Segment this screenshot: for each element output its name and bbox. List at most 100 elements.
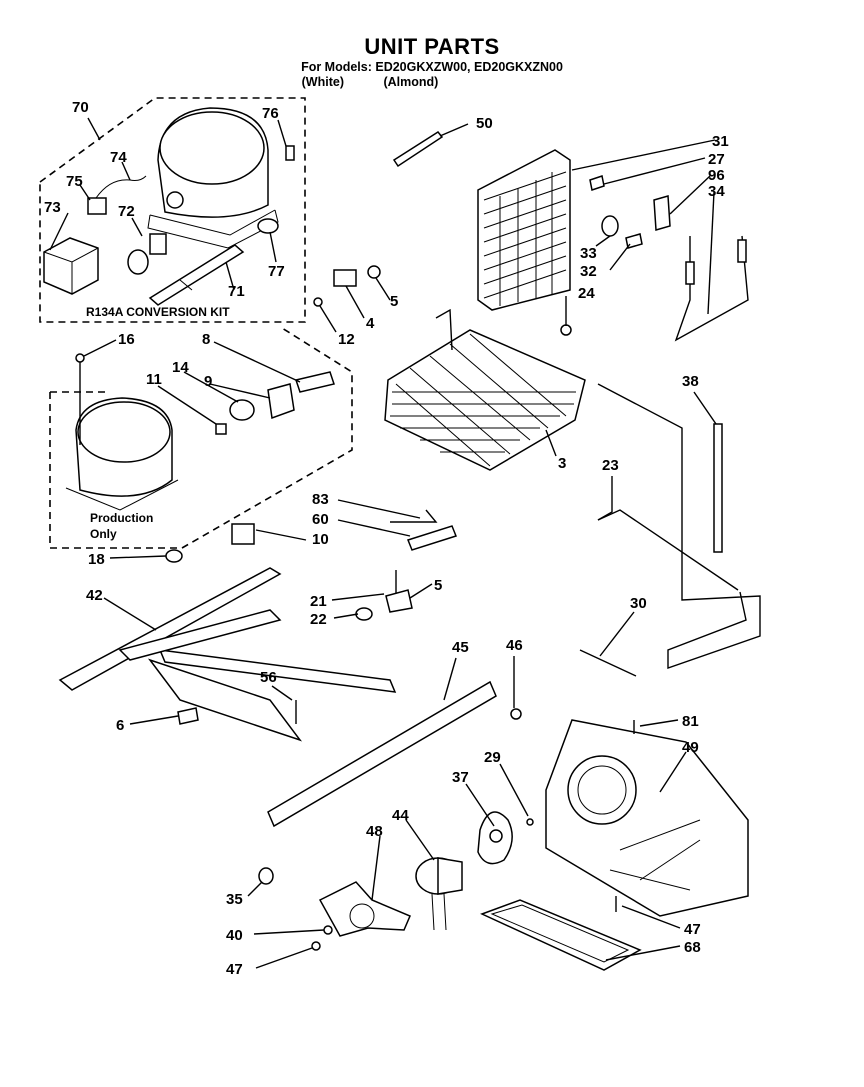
evaporator: [384, 308, 586, 471]
fan-shroud-49: [545, 719, 749, 917]
callout-16: 16: [118, 331, 135, 348]
grommet-18: [165, 549, 183, 563]
kit-tube-71: [148, 244, 245, 306]
heater-60: [407, 525, 457, 551]
callout-81: 81: [682, 713, 699, 730]
callout-9: 9: [204, 373, 212, 390]
callout-12: 12: [338, 331, 355, 348]
callout-31: 31: [712, 133, 729, 150]
callout-5b: 5: [434, 577, 442, 594]
overload-14: [229, 399, 255, 421]
color-white: (White): [301, 75, 344, 89]
callout-68: 68: [684, 939, 701, 956]
strip-38: [713, 423, 723, 553]
production-compressor: [65, 397, 179, 511]
part-4: [333, 269, 357, 287]
screw-47b: [311, 941, 321, 951]
page-title: UNIT PARTS: [364, 34, 500, 59]
kit-grommet-77: [257, 218, 279, 234]
callout-83: 83: [312, 491, 329, 508]
color-almond: (Almond): [383, 75, 439, 89]
kit-part-75: [87, 197, 107, 215]
part-10: [231, 523, 255, 545]
only-label: Only: [90, 527, 117, 541]
callout-40: 40: [226, 927, 243, 944]
callout-11: 11: [146, 371, 162, 388]
production-boundary: [49, 327, 353, 549]
callout-8: 8: [202, 331, 210, 348]
nut-5: [367, 265, 381, 279]
callout-48: 48: [366, 823, 383, 840]
bracket-5: [385, 589, 413, 613]
bracket-96: [653, 195, 671, 231]
fan-blade-37: [477, 811, 513, 865]
production-label: Production: [90, 511, 153, 525]
models-line: For Models: ED20GKXZW00, ED20GKXZN00: [301, 60, 563, 74]
rod-50: [392, 131, 444, 168]
clip-11: [215, 423, 227, 435]
callout-34: 34: [708, 183, 725, 200]
callout-21: 21: [310, 593, 327, 610]
callout-49: 49: [682, 739, 699, 756]
fan-motor-44: [415, 857, 463, 931]
callout-37: 37: [452, 769, 469, 786]
tube-23a: [597, 383, 761, 669]
callout-10: 10: [312, 531, 329, 548]
production-group: [49, 327, 353, 563]
callout-32: 32: [580, 263, 597, 280]
clip-27: [589, 175, 605, 191]
callout-42: 42: [86, 587, 103, 604]
callouts: 70 76 74 75 73 72 77 71 R134A CONVERSION…: [44, 99, 729, 978]
tube-23b: [597, 509, 739, 591]
callout-3: 3: [558, 455, 566, 472]
callout-29: 29: [484, 749, 501, 766]
bracket-8: [295, 371, 335, 393]
capillary-34: [674, 235, 749, 342]
callout-56: 56: [260, 669, 277, 686]
callout-72: 72: [118, 203, 135, 220]
kit-label: R134A CONVERSION KIT: [86, 305, 230, 319]
callout-30: 30: [630, 595, 647, 612]
callout-22: 22: [310, 611, 327, 628]
rail-45: [267, 680, 497, 828]
frame-42: [58, 567, 397, 742]
clip-6: [177, 707, 199, 725]
callout-70: 70: [72, 99, 89, 116]
drain-pan-68: [480, 899, 642, 971]
kit-wire-74: [95, 175, 147, 199]
rod-30: [579, 649, 637, 677]
screw-12: [313, 297, 323, 307]
callout-74: 74: [110, 149, 127, 166]
callout-23: 23: [602, 457, 619, 474]
callout-24: 24: [578, 285, 595, 302]
callout-77: 77: [268, 263, 285, 280]
leader-lines: [49, 117, 717, 969]
callout-47b: 47: [226, 961, 243, 978]
kit-fitting-76: [285, 145, 295, 161]
part-35: [258, 867, 274, 885]
kit-overload-72: [127, 233, 167, 275]
callout-46: 46: [506, 637, 523, 654]
callout-71: 71: [228, 283, 245, 300]
callout-27: 27: [708, 151, 725, 168]
motor-bracket-48: [318, 881, 411, 937]
relay-9: [267, 383, 295, 420]
callout-6: 6: [116, 717, 124, 734]
callout-18: 18: [88, 551, 105, 568]
callout-38: 38: [682, 373, 699, 390]
callout-5a: 5: [390, 293, 398, 310]
screw-40: [323, 925, 333, 935]
callout-73: 73: [44, 199, 61, 216]
callout-35: 35: [226, 891, 243, 908]
screw-46: [510, 708, 522, 720]
kit-boundary: [39, 97, 306, 323]
callout-60: 60: [312, 511, 329, 528]
color-line: (White) (Almond): [110, 75, 630, 89]
callout-45: 45: [452, 639, 469, 656]
conversion-kit-group: [39, 97, 306, 323]
screw-24: [560, 324, 572, 336]
sensor-33: [601, 215, 619, 237]
callout-96: 96: [708, 167, 725, 184]
wire-83: [390, 509, 438, 523]
